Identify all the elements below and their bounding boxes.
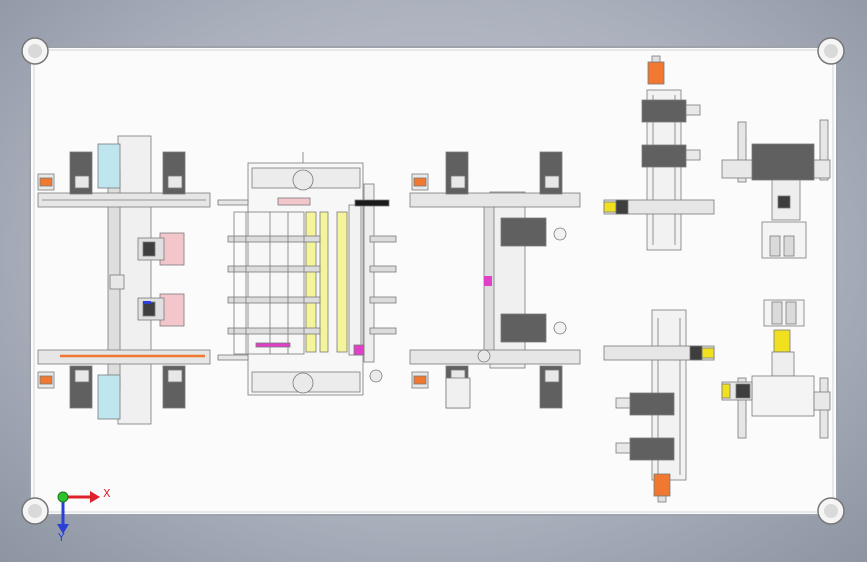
- base-plate-inner-edge: [33, 49, 834, 513]
- axis-x-label: X: [103, 487, 111, 500]
- far-right-bottom-unit[interactable]: [721, 299, 831, 439]
- corner-mount-icon: [817, 37, 845, 65]
- right-bottom-gantry[interactable]: [603, 309, 715, 503]
- corner-mount-icon: [21, 37, 49, 65]
- far-right-top-unit[interactable]: [721, 119, 831, 259]
- axis-y-label: Y: [58, 531, 65, 544]
- corner-mount-icon: [817, 497, 845, 525]
- base-plate: [29, 46, 838, 516]
- corner-mount-icon: [21, 497, 49, 525]
- right-top-gantry[interactable]: [603, 55, 715, 251]
- left-module[interactable]: [37, 135, 211, 425]
- middle-right-module[interactable]: [409, 151, 581, 409]
- axis-triad-icon: [57, 491, 100, 534]
- center-machine[interactable]: [217, 152, 397, 396]
